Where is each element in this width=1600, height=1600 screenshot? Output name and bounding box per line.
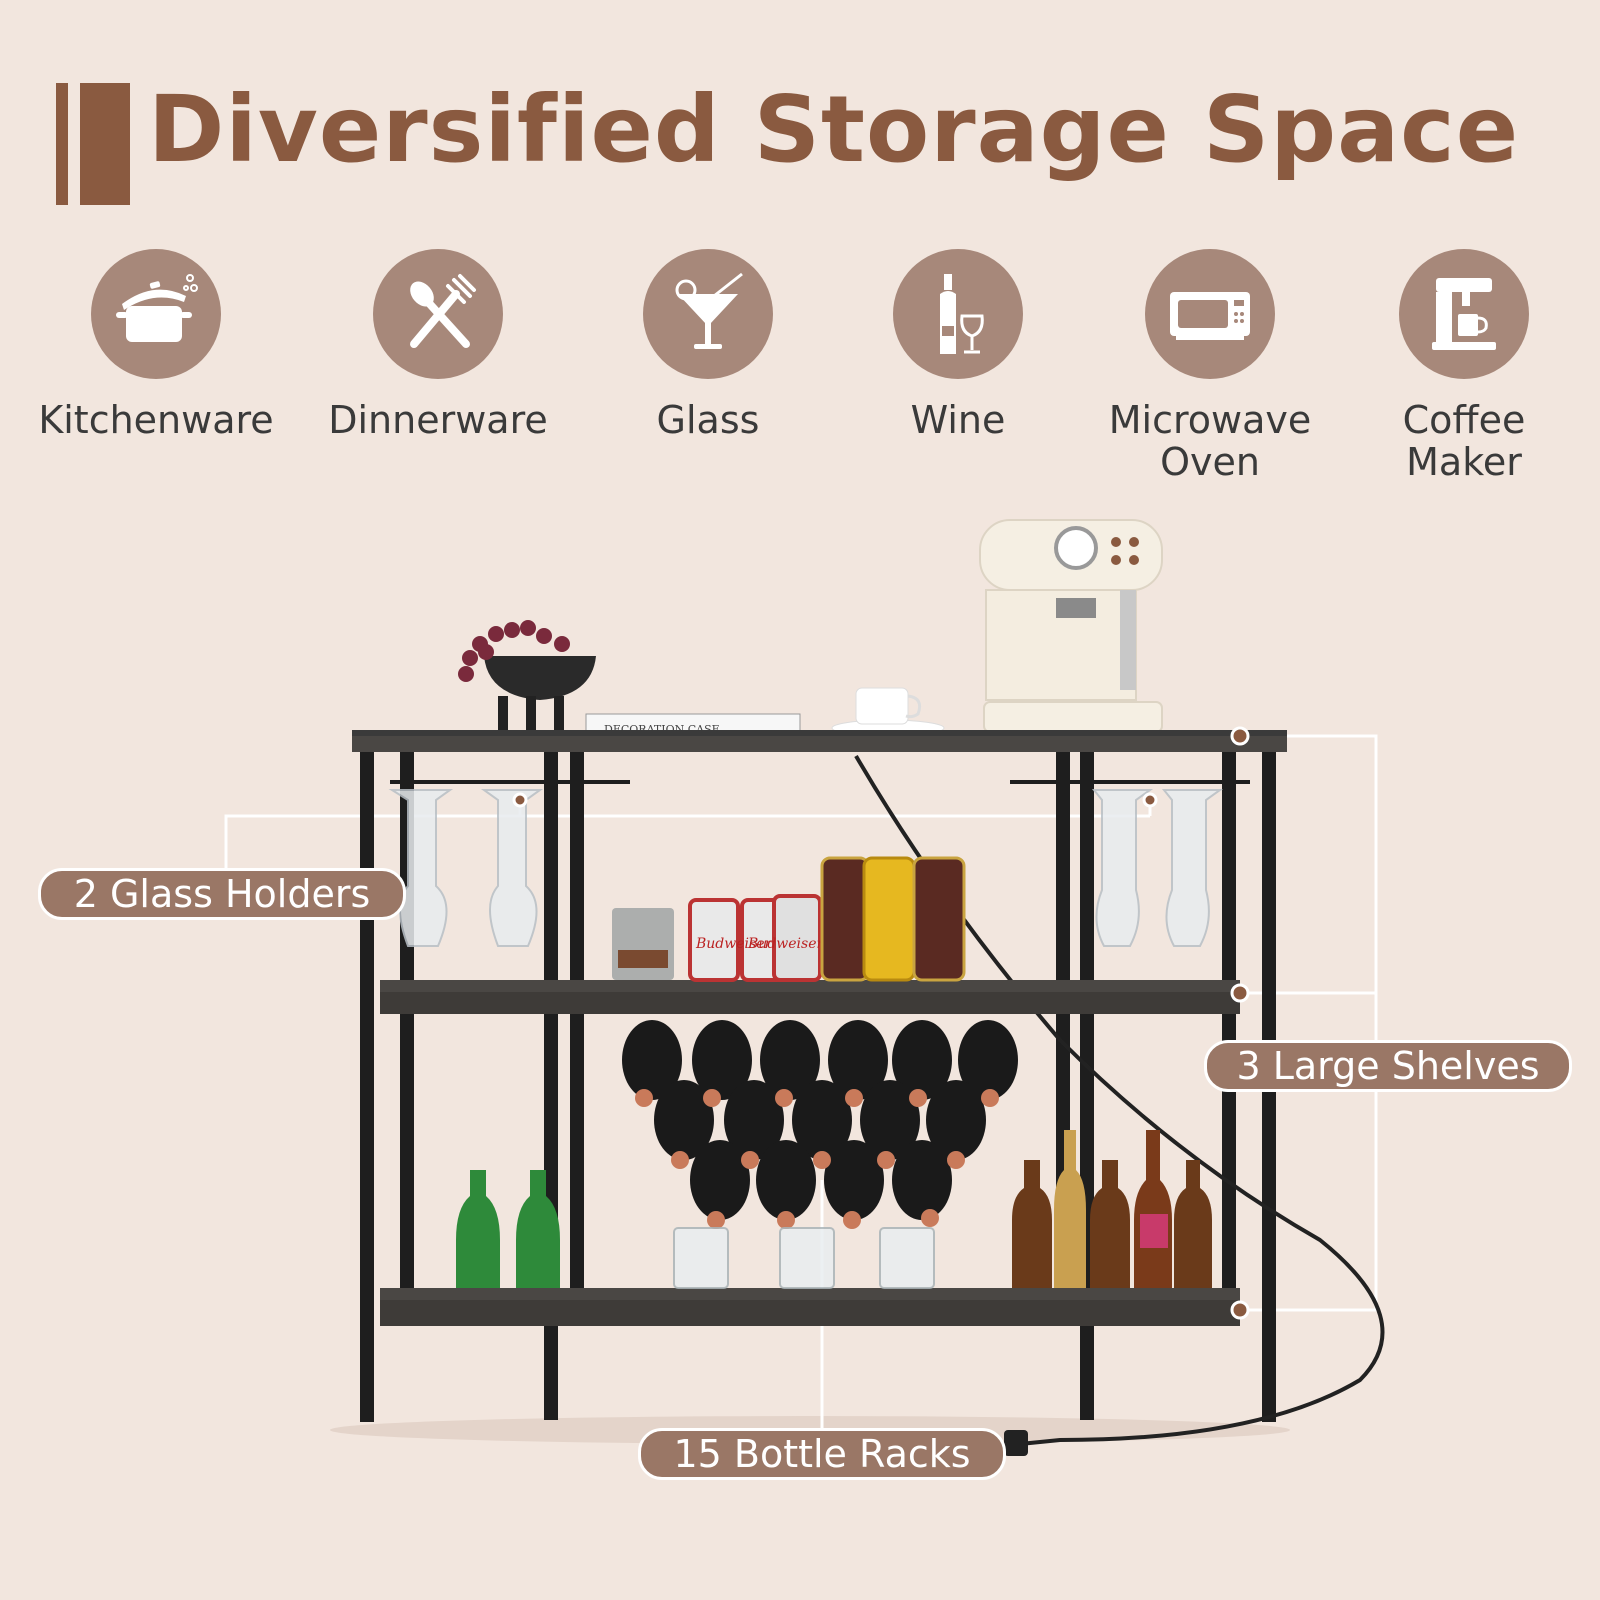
use-dinnerware: Dinnerware <box>308 249 568 441</box>
use-label: Microwave Oven <box>1108 398 1312 484</box>
use-label: Dinnerware <box>328 398 548 442</box>
callout-glass-holders: 2 Glass Holders <box>38 868 406 920</box>
wine-icon <box>940 274 984 354</box>
green-bottles <box>456 1170 560 1288</box>
use-label: Wine <box>910 398 1006 442</box>
hanging-wine-glasses <box>388 789 1224 947</box>
title-accent-bars <box>56 83 130 205</box>
use-label: Glass <box>656 398 760 442</box>
coffee-maker-icon <box>1432 278 1496 350</box>
tumblers <box>673 1227 935 1289</box>
leader-lines <box>224 734 1378 1430</box>
callout-shelves: 3 Large Shelves <box>1204 1040 1572 1092</box>
pot-icon <box>116 274 198 342</box>
microwave-icon <box>1170 292 1250 340</box>
beer-cans: Budweiser Budweiser <box>688 894 824 982</box>
use-coffee-maker: Coffee Maker <box>1334 249 1594 483</box>
grape-bowl <box>458 620 596 736</box>
use-glass: Glass <box>578 249 838 441</box>
use-microwave: Microwave Oven <box>1080 249 1340 483</box>
use-label: Coffee Maker <box>1402 398 1526 484</box>
beer-bottles <box>1012 1130 1212 1288</box>
page-title: Diversified Storage Space <box>148 76 1520 183</box>
use-label: Kitchenware <box>38 398 274 442</box>
use-wine: Wine <box>828 249 1088 441</box>
callout-bottle-racks: 15 Bottle Racks <box>638 1428 1006 1480</box>
espresso-machine <box>979 519 1163 733</box>
leader-dots <box>512 726 1250 1320</box>
cocktail-glass-icon <box>675 272 743 349</box>
wine-rack <box>622 1020 1018 1229</box>
cutlery-icon <box>410 274 476 348</box>
can-brand: Budweiser <box>695 936 772 952</box>
use-kitchenware: Kitchenware <box>26 249 286 441</box>
can-brand: Budweiser <box>747 936 824 952</box>
